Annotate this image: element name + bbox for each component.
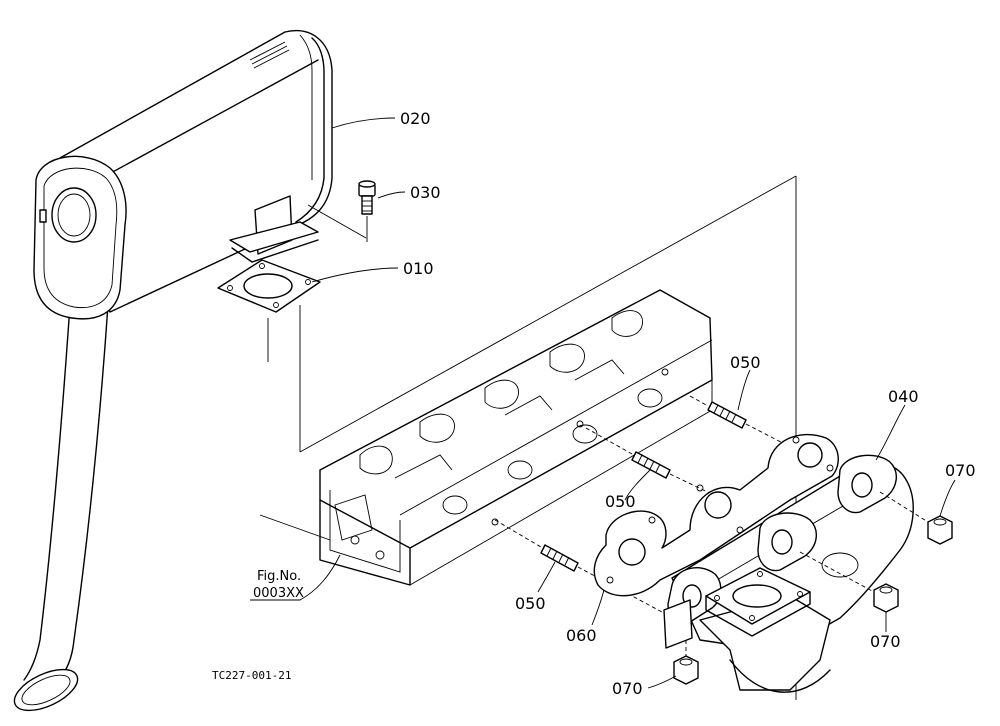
callout-030: 030 [410,183,441,202]
drawing-code: TC227-001-21 [212,669,291,682]
nut-070-bottom [673,640,699,685]
bolt-030 [358,180,376,242]
callout-070-middle: 070 [870,632,901,651]
callout-050-middle: 050 [605,492,636,511]
muffler-gasket-010 [217,259,321,362]
callout-070-bottom: 070 [612,679,643,698]
callout-020: 020 [400,109,431,128]
stud-050-lower [494,519,663,613]
manifold-gasket-060 [593,433,839,597]
callout-050-top: 050 [730,353,761,372]
callout-040: 040 [888,387,919,406]
callout-060: 060 [566,626,597,645]
stud-050-middle [585,427,721,499]
callout-070-right: 070 [945,461,976,480]
exhaust-manifold-040 [663,454,914,693]
callout-010: 010 [403,259,434,278]
figure-ref-label: Fig.No. [257,569,301,584]
nut-070-middle [799,551,899,613]
figure-ref-number: 0003XX [253,586,304,601]
leader-lines [250,117,956,689]
muffler-020 [13,30,333,712]
callout-050-lower: 050 [515,594,546,613]
